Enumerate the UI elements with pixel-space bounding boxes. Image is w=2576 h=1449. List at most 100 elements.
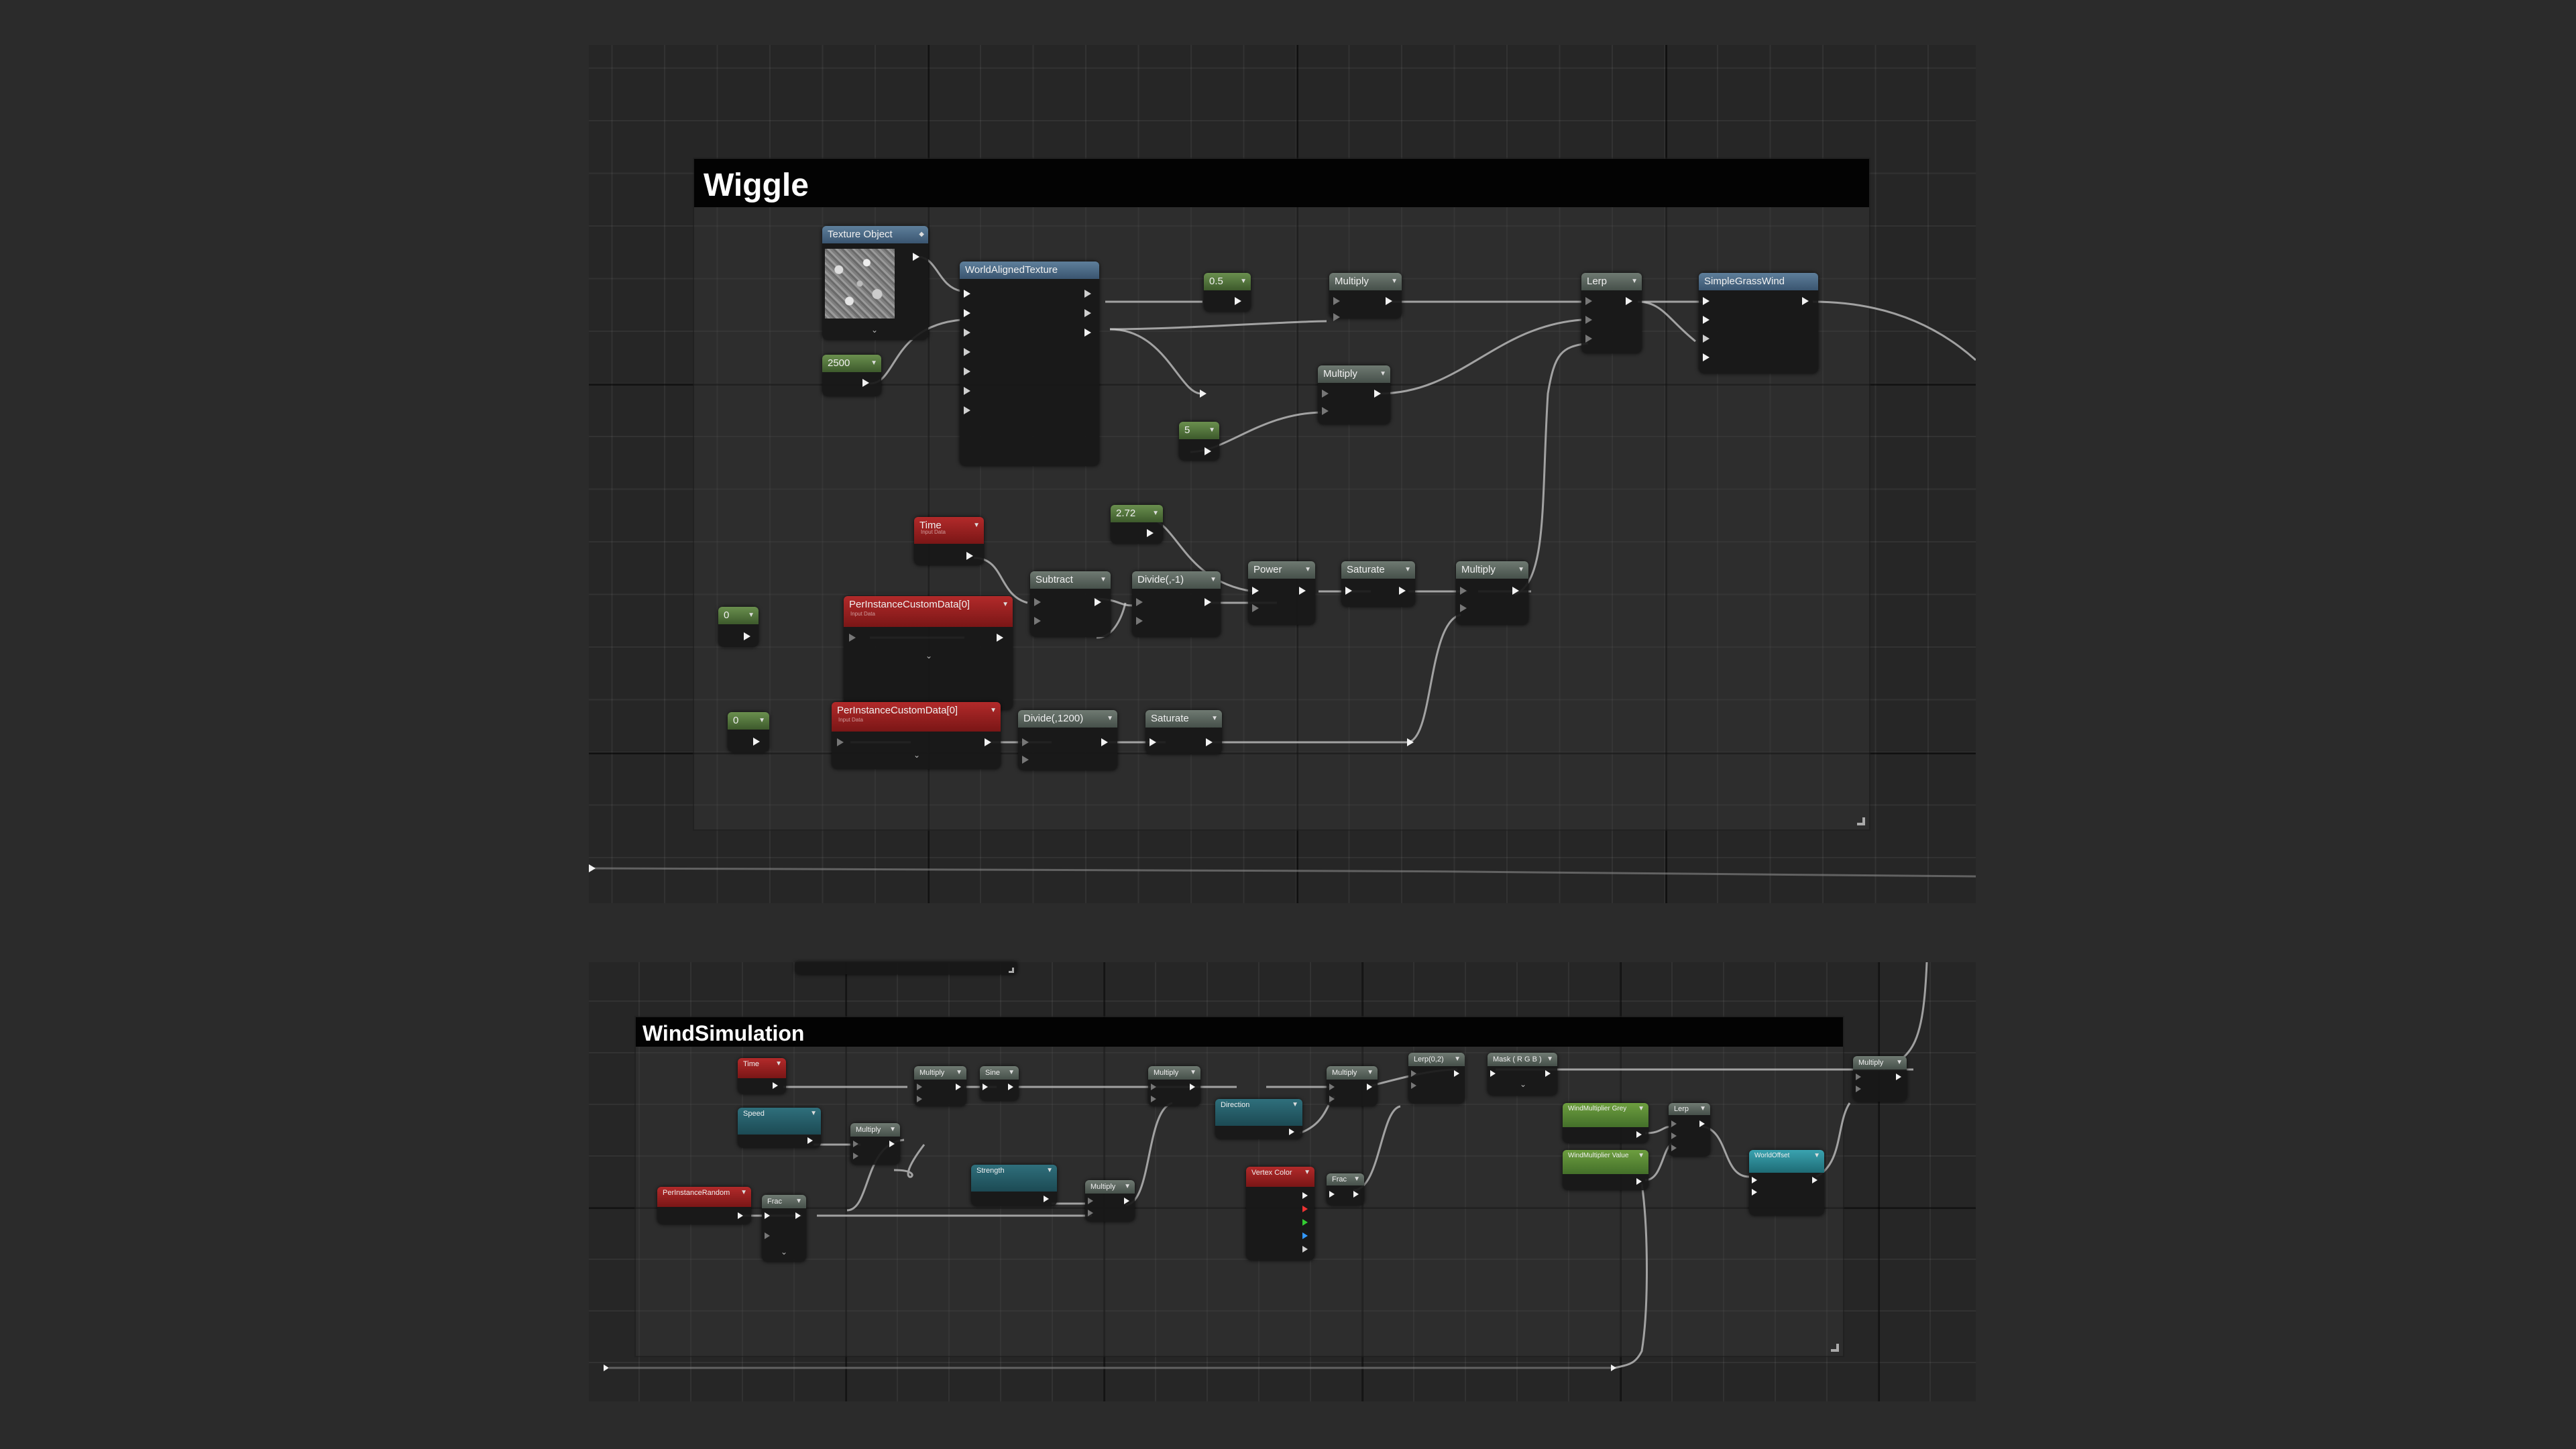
reroute-pin[interactable] — [1407, 738, 1414, 746]
output-pin[interactable] — [1299, 587, 1306, 595]
output-pin[interactable] — [1084, 290, 1091, 298]
input-pin[interactable] — [1752, 1189, 1757, 1196]
node-wind-frac-2[interactable]: Frac▼ — [1327, 1173, 1364, 1206]
node-wind-mask-rgb[interactable]: Mask ( R G B )▼ ⌄ — [1488, 1053, 1557, 1096]
dropdown-icon[interactable]: ▼ — [740, 1189, 747, 1196]
output-pin[interactable] — [1399, 587, 1406, 595]
chevron-down-icon[interactable]: ⌄ — [1520, 1080, 1527, 1089]
output-pin[interactable] — [1101, 738, 1108, 746]
dropdown-icon[interactable]: ▼ — [1124, 1183, 1131, 1190]
output-pin[interactable] — [773, 1082, 778, 1089]
input-pin[interactable] — [849, 634, 856, 642]
node-subtract[interactable]: Subtract▼ — [1030, 571, 1111, 637]
dropdown-icon[interactable]: ▼ — [1210, 576, 1217, 583]
output-pin[interactable] — [753, 738, 760, 746]
chevron-down-icon[interactable]: ⌄ — [913, 750, 921, 760]
output-pin[interactable] — [1512, 587, 1519, 595]
input-pin[interactable] — [1329, 1096, 1335, 1102]
input-pin[interactable] — [1136, 617, 1143, 625]
output-pin[interactable] — [1044, 1196, 1049, 1202]
node-const-2-72[interactable]: 2.72▼ — [1111, 505, 1163, 544]
node-simple-grass-wind[interactable]: SimpleGrassWind — [1699, 273, 1818, 373]
input-pin[interactable] — [1022, 756, 1029, 764]
input-pin[interactable] — [1585, 316, 1592, 324]
dropdown-icon[interactable]: ▼ — [810, 1110, 817, 1117]
input-pin[interactable] — [765, 1232, 770, 1239]
comment-header-wiggle[interactable]: Wiggle — [694, 159, 1869, 207]
input-pin[interactable] — [1585, 297, 1592, 305]
node-lerp[interactable]: Lerp▼ — [1581, 273, 1642, 353]
output-pin[interactable] — [1802, 297, 1809, 305]
output-pin[interactable] — [889, 1141, 895, 1147]
dropdown-icon[interactable]: ▼ — [1518, 566, 1524, 573]
input-pin[interactable] — [1460, 604, 1467, 612]
dropdown-icon[interactable]: ▼ — [1404, 566, 1411, 573]
input-pin[interactable] — [1345, 587, 1352, 595]
output-pin[interactable] — [1812, 1177, 1817, 1183]
output-pin[interactable] — [1302, 1192, 1308, 1199]
node-divide-1200[interactable]: Divide(,1200)▼ — [1018, 710, 1117, 770]
node-wind-multiply-4[interactable]: Multiply▼ — [1085, 1180, 1135, 1222]
input-pin[interactable] — [983, 1084, 988, 1090]
dropdown-icon[interactable]: ▼ — [748, 612, 754, 619]
input-pin[interactable] — [1703, 335, 1710, 343]
node-wind-per-instance-random[interactable]: PerInstanceRandom▼ — [657, 1187, 751, 1224]
output-pin[interactable] — [1235, 297, 1241, 305]
dropdown-icon[interactable]: ▼ — [1813, 1152, 1820, 1159]
reroute-pin[interactable] — [1200, 390, 1207, 398]
input-pin[interactable] — [1151, 1096, 1156, 1102]
node-saturate-a[interactable]: Saturate▼ — [1341, 561, 1415, 607]
dropdown-icon[interactable]: ▼ — [1008, 1069, 1015, 1076]
input-pin[interactable] — [1329, 1191, 1335, 1198]
input-pin[interactable] — [853, 1141, 858, 1147]
output-pin[interactable] — [1147, 529, 1154, 537]
input-pin[interactable] — [1252, 604, 1259, 612]
output-pin[interactable] — [913, 253, 919, 261]
node-wind-time[interactable]: Time▼ — [738, 1058, 786, 1094]
dropdown-icon[interactable]: ▼ — [1292, 1101, 1298, 1108]
output-pin[interactable] — [1636, 1131, 1642, 1138]
output-pin[interactable] — [1626, 297, 1632, 305]
dropdown-icon[interactable]: ▼ — [1211, 715, 1218, 722]
input-pin[interactable] — [917, 1084, 922, 1090]
input-pin[interactable] — [1411, 1070, 1416, 1077]
output-pin-red[interactable] — [1302, 1206, 1308, 1212]
node-wind-multiplier-grey[interactable]: WindMultiplier Grey▼ — [1563, 1103, 1648, 1143]
comment-resize-handle[interactable] — [1831, 1344, 1839, 1352]
node-wind-strength[interactable]: Strength▼ — [971, 1165, 1057, 1206]
input-pin[interactable] — [1856, 1074, 1861, 1080]
node-wind-direction[interactable]: Direction▼ — [1215, 1099, 1302, 1139]
dropdown-icon[interactable]: ▼ — [1367, 1069, 1374, 1076]
output-pin[interactable] — [1084, 309, 1091, 317]
node-wind-multiply-1[interactable]: Multiply▼ — [914, 1066, 966, 1106]
input-pin[interactable] — [1136, 598, 1143, 606]
input-pin[interactable] — [964, 309, 970, 317]
input-pin[interactable] — [964, 387, 970, 395]
output-pin[interactable] — [795, 1212, 801, 1219]
comment-header-wind-simulation[interactable]: WindSimulation — [636, 1017, 1843, 1047]
dropdown-icon[interactable]: ▼ — [1002, 601, 1009, 608]
collapsed-node-stub[interactable] — [795, 962, 1017, 974]
input-pin[interactable] — [1034, 598, 1041, 606]
node-wind-multiply-3[interactable]: Multiply▼ — [1148, 1066, 1200, 1106]
chevron-down-icon[interactable]: ⌄ — [781, 1247, 788, 1257]
output-pin[interactable] — [1095, 598, 1101, 606]
node-wind-speed[interactable]: Speed▼ — [738, 1108, 821, 1148]
output-pin[interactable] — [1084, 329, 1091, 337]
output-pin[interactable] — [1545, 1070, 1551, 1077]
graph-panel-wind-simulation[interactable]: WindSimulation Time▼ Speed▼ — [589, 962, 1976, 1401]
node-const-0-b[interactable]: 0▼ — [728, 712, 769, 752]
input-pin[interactable] — [1856, 1086, 1861, 1092]
input-pin[interactable] — [1703, 316, 1710, 324]
output-pin[interactable] — [744, 632, 750, 640]
output-pin[interactable] — [862, 379, 869, 387]
output-pin[interactable] — [1699, 1120, 1705, 1127]
output-pin[interactable] — [997, 634, 1003, 642]
input-pin[interactable] — [1088, 1210, 1093, 1216]
output-pin[interactable] — [1367, 1084, 1372, 1090]
input-pin[interactable] — [964, 367, 970, 375]
output-pin[interactable] — [589, 864, 596, 872]
dropdown-icon[interactable]: ▼ — [1380, 370, 1386, 378]
output-pin[interactable] — [1454, 1070, 1459, 1077]
dropdown-icon[interactable]: ▼ — [1046, 1167, 1053, 1174]
